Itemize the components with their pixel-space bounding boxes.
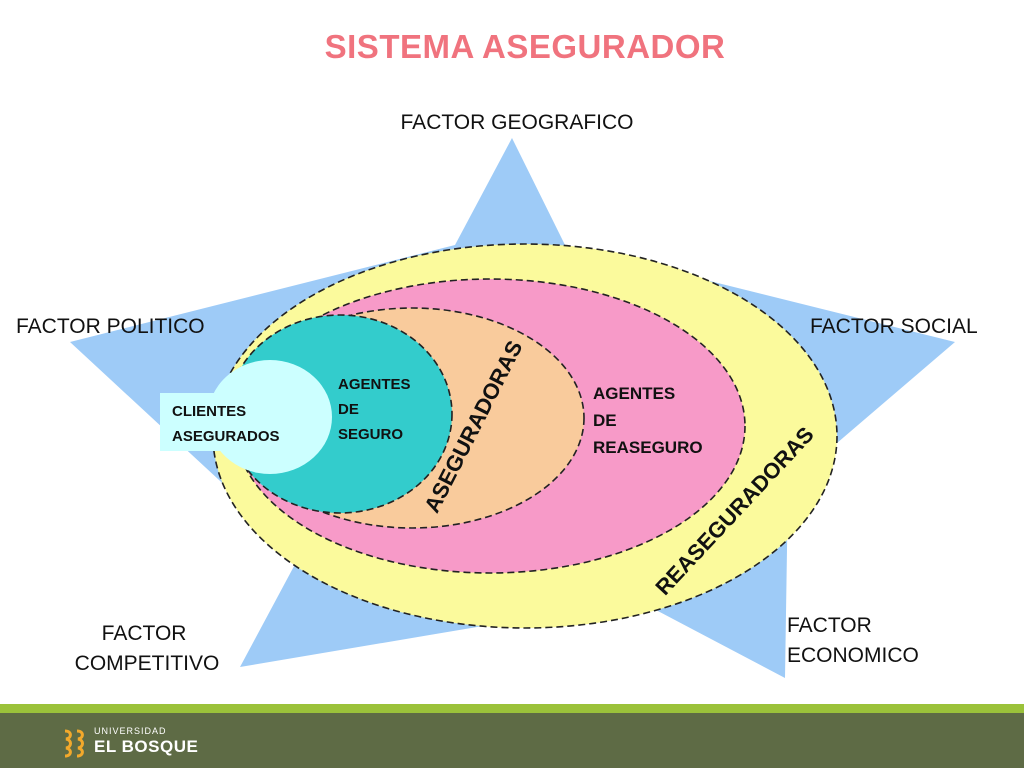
university-small-label: UNIVERSIDAD (94, 726, 167, 736)
page-title: SISTEMA ASEGURADOR (324, 28, 726, 65)
university-big-label: EL BOSQUE (94, 737, 199, 756)
footer-bar (0, 713, 1024, 768)
factor-competitivo-line-2: COMPETITIVO (75, 652, 220, 675)
factor-social-label: FACTOR SOCIAL (810, 315, 978, 338)
university-logo-icon (64, 729, 84, 758)
factor-geografico-label: FACTOR GEOGRAFICO (401, 111, 634, 134)
factor-economico-line-1: FACTOR (787, 614, 872, 637)
factor-politico-label: FACTOR POLITICO (16, 315, 205, 338)
agentes-seguro-line-1: AGENTES (338, 376, 411, 393)
agentes-seguro-line-2: DE (338, 401, 359, 418)
factor-economico-line-2: ECONOMICO (787, 644, 919, 667)
agentes-reaseguro-line-3: REASEGURO (593, 438, 703, 457)
university-logo-text: UNIVERSIDAD EL BOSQUE (94, 726, 199, 756)
agentes-reaseguro-label: AGENTES DE REASEGURO (593, 384, 703, 457)
agentes-seguro-line-3: SEGURO (338, 426, 403, 443)
agentes-reaseguro-line-1: AGENTES (593, 384, 675, 403)
factor-competitivo-line-1: FACTOR (102, 622, 187, 645)
clientes-label: CLIENTES ASEGURADOS (172, 403, 280, 445)
agentes-seguro-label: AGENTES DE SEGURO (338, 376, 415, 443)
factor-competitivo-label: FACTOR COMPETITIVO (75, 622, 220, 675)
clientes-line-1: CLIENTES (172, 403, 246, 420)
clientes-label-box (160, 393, 310, 451)
footer-accent-line (0, 704, 1024, 713)
factor-economico-label: FACTOR ECONOMICO (787, 614, 919, 667)
clientes-line-2: ASEGURADOS (172, 428, 280, 445)
agentes-reaseguro-line-2: DE (593, 411, 617, 430)
